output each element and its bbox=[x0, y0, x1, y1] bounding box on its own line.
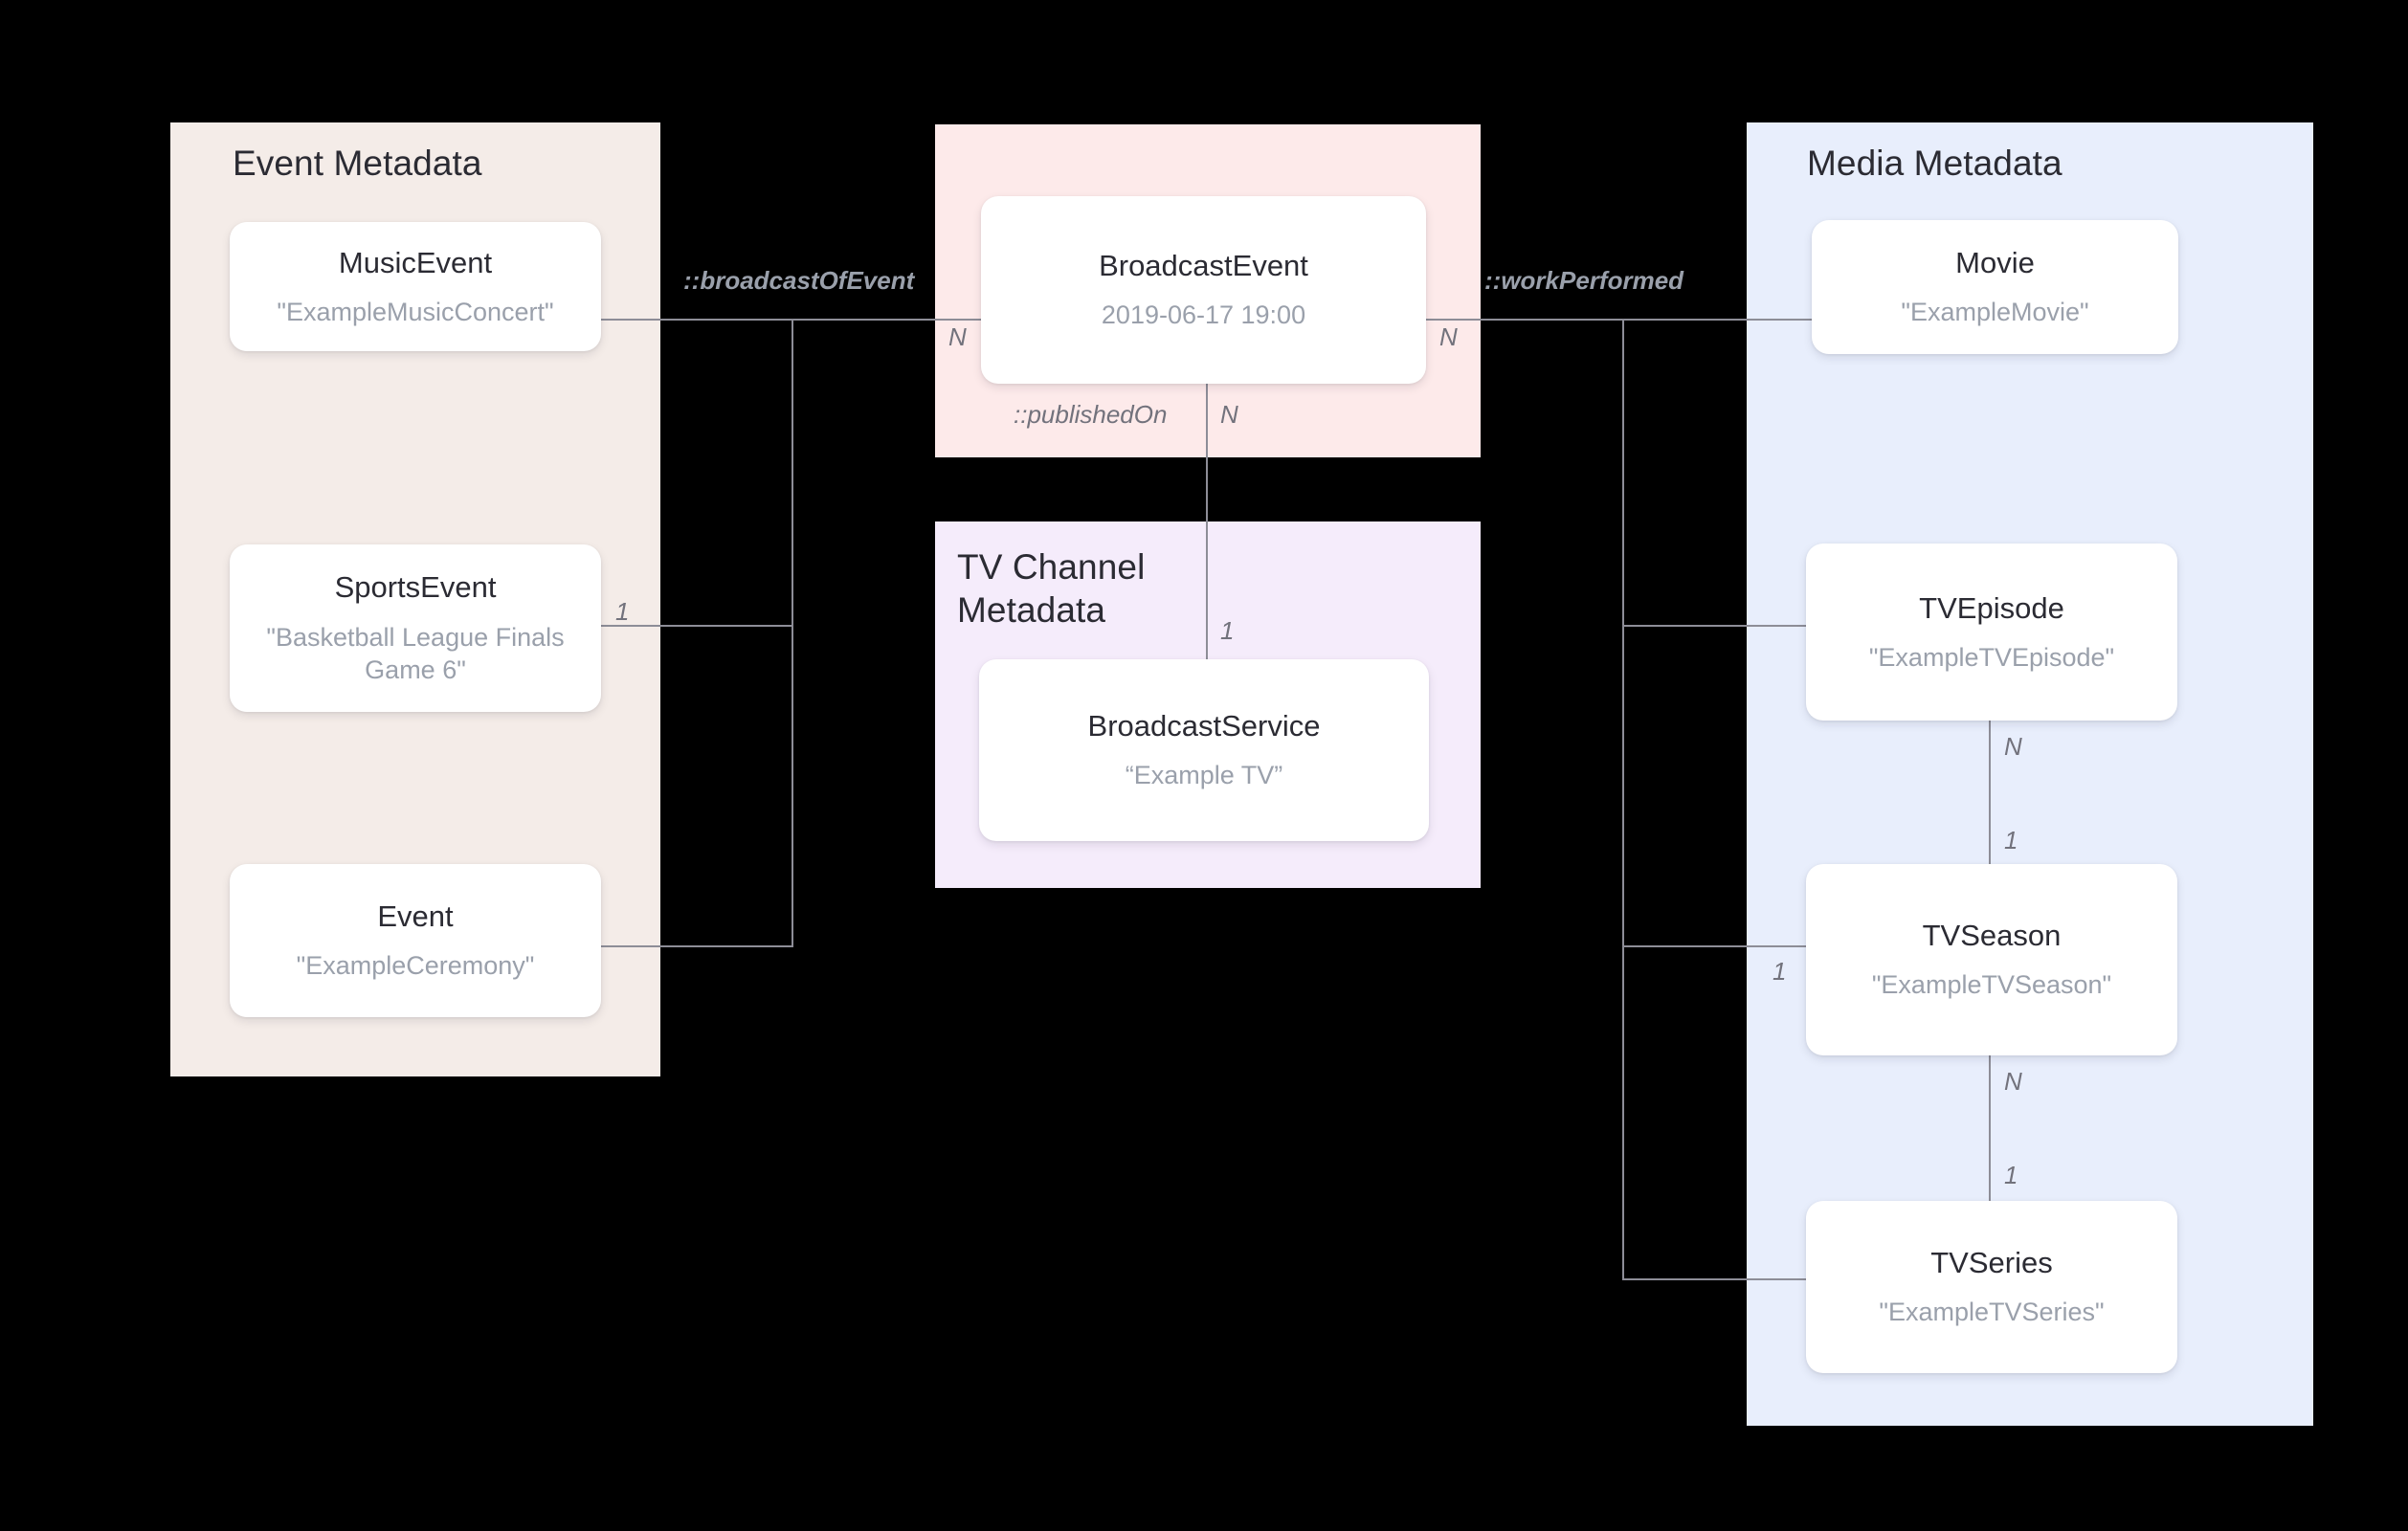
edge-tv-season-to-series bbox=[1989, 1054, 1991, 1203]
node-tv-series[interactable]: TVSeries "ExampleTVSeries" bbox=[1806, 1201, 2177, 1373]
cardinality-broadcast-event-right: N bbox=[1439, 322, 1458, 351]
relation-label-published-on: ::publishedOn bbox=[1014, 400, 1168, 429]
cardinality-sports-event-right: 1 bbox=[615, 597, 630, 626]
node-event[interactable]: Event "ExampleCeremony" bbox=[230, 864, 601, 1017]
edge-left-bus-vertical bbox=[792, 319, 793, 947]
edge-event-horizontal bbox=[601, 945, 792, 947]
edge-tv-series-horizontal bbox=[1622, 1278, 1814, 1280]
node-movie-type: Movie bbox=[1955, 246, 2035, 280]
edge-movie-horizontal bbox=[1622, 319, 1814, 321]
node-broadcast-service[interactable]: BroadcastService “Example TV” bbox=[979, 659, 1429, 841]
node-broadcast-service-value: “Example TV” bbox=[1125, 761, 1283, 790]
node-movie-value: "ExampleMovie" bbox=[1901, 298, 2089, 327]
cardinality-broadcast-event-bottom: N bbox=[1220, 400, 1238, 429]
relation-label-work-performed: ::workPerformed bbox=[1484, 266, 1684, 295]
edge-right-bus-vertical bbox=[1622, 319, 1624, 1279]
group-media-metadata-title: Media Metadata bbox=[1807, 144, 2062, 183]
edge-music-event-horizontal bbox=[601, 319, 792, 321]
node-music-event-type: MusicEvent bbox=[338, 245, 493, 279]
group-event-metadata-title: Event Metadata bbox=[233, 144, 482, 183]
edge-tv-episode-horizontal bbox=[1622, 625, 1814, 627]
node-broadcast-event[interactable]: BroadcastEvent 2019-06-17 19:00 bbox=[981, 196, 1426, 384]
node-sports-event[interactable]: SportsEvent "Basketball League Finals Ga… bbox=[230, 544, 601, 712]
node-movie[interactable]: Movie "ExampleMovie" bbox=[1812, 220, 2178, 354]
node-broadcast-service-type: BroadcastService bbox=[1087, 709, 1321, 743]
edge-sports-event-horizontal bbox=[601, 625, 792, 627]
node-broadcast-event-value: 2019-06-17 19:00 bbox=[1101, 300, 1306, 330]
node-tv-episode-value: "ExampleTVEpisode" bbox=[1868, 642, 2115, 672]
cardinality-tv-season-top: 1 bbox=[2004, 826, 2018, 854]
node-tv-season[interactable]: TVSeason "ExampleTVSeason" bbox=[1806, 864, 2177, 1055]
relation-label-broadcast-of-event: ::broadcastOfEvent bbox=[683, 266, 915, 295]
cardinality-tv-series-top: 1 bbox=[2004, 1161, 2018, 1189]
cardinality-broadcast-service-top: 1 bbox=[1220, 616, 1235, 645]
edge-tv-season-horizontal bbox=[1622, 945, 1814, 947]
cardinality-broadcast-event-left: N bbox=[948, 322, 967, 351]
node-tv-series-value: "ExampleTVSeries" bbox=[1879, 1298, 2105, 1327]
edge-tv-episode-to-season bbox=[1989, 720, 1991, 892]
cardinality-tv-season-left: 1 bbox=[1773, 957, 1787, 986]
node-event-type: Event bbox=[377, 899, 454, 934]
node-broadcast-event-type: BroadcastEvent bbox=[1099, 249, 1308, 283]
node-tv-episode-type: TVEpisode bbox=[1919, 590, 2064, 625]
edge-published-on-vertical bbox=[1206, 383, 1208, 660]
group-tv-channel-metadata-title: TV Channel Metadata bbox=[957, 547, 1146, 631]
cardinality-tv-season-bottom: N bbox=[2004, 1067, 2022, 1096]
node-music-event-value: "ExampleMusicConcert" bbox=[277, 297, 554, 326]
node-music-event[interactable]: MusicEvent "ExampleMusicConcert" bbox=[230, 222, 601, 351]
cardinality-tv-episode-bottom: N bbox=[2004, 732, 2022, 761]
edge-work-performed-trunk bbox=[1426, 319, 1623, 321]
edge-broadcast-of-event-trunk bbox=[792, 319, 981, 321]
node-tv-season-value: "ExampleTVSeason" bbox=[1871, 970, 2112, 1000]
node-sports-event-value: "Basketball League Finals Game 6" bbox=[266, 622, 565, 685]
node-tv-episode[interactable]: TVEpisode "ExampleTVEpisode" bbox=[1806, 544, 2177, 721]
node-tv-season-type: TVSeason bbox=[1922, 919, 2062, 953]
node-tv-series-type: TVSeries bbox=[1930, 1246, 2053, 1280]
node-sports-event-type: SportsEvent bbox=[334, 570, 497, 605]
node-event-value: "ExampleCeremony" bbox=[296, 951, 535, 981]
